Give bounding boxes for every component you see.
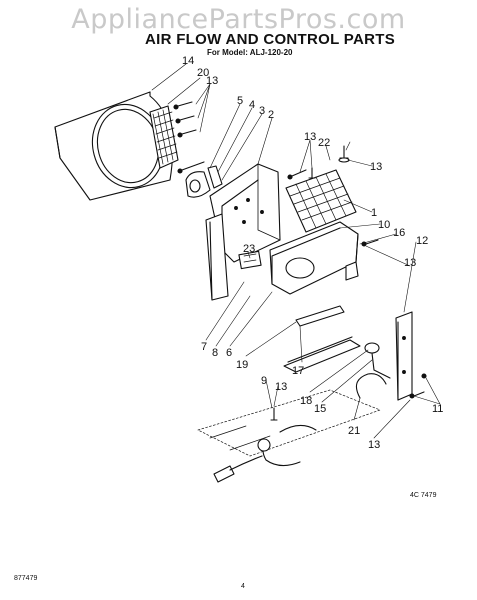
callout-7: 7 [201, 341, 207, 353]
watermark: AppliancePartsPros.com [71, 4, 406, 35]
diagram-title: AIR FLOW AND CONTROL PARTS [145, 31, 396, 48]
side-bracket [395, 311, 413, 401]
callout-18: 18 [300, 395, 312, 407]
motor-mount-parts [177, 161, 223, 198]
callout-13-coil: 13 [304, 131, 316, 143]
callout-2: 2 [268, 109, 274, 121]
control-switch [238, 250, 262, 270]
callout-12: 12 [416, 235, 428, 247]
callout-19: 19 [236, 359, 248, 371]
thermostat-assembly [355, 342, 427, 399]
callout-labels: 14 20 13 5 4 3 2 13 22 13 1 10 16 12 13 … [182, 55, 443, 451]
callout-8: 8 [212, 347, 218, 359]
callout-13-base: 13 [275, 381, 287, 393]
callout-13-bottom: 13 [368, 439, 380, 451]
callout-15: 15 [314, 403, 326, 415]
leader-lines [151, 63, 441, 439]
callout-11: 11 [432, 403, 443, 415]
callout-16: 16 [393, 227, 405, 239]
callout-5: 5 [237, 95, 243, 107]
footer-code: 877479 [14, 575, 38, 582]
model-subtitle: For Model: ALJ-120-20 [207, 48, 293, 57]
callout-6: 6 [226, 347, 232, 359]
coil-screws [287, 145, 350, 180]
air-filter [149, 105, 179, 169]
base-pan-wiring [197, 389, 381, 483]
callout-3: 3 [259, 105, 265, 117]
front-grille-panel [54, 91, 173, 201]
diagram-code: 4C 7479 [410, 492, 437, 499]
callout-9: 9 [261, 375, 267, 387]
evaporator-coil [285, 169, 357, 233]
callout-13-blower: 13 [404, 257, 416, 269]
callout-22: 22 [318, 137, 330, 149]
fan-shroud-housing [205, 163, 281, 301]
page-number: 4 [241, 583, 245, 590]
callout-10: 10 [378, 219, 390, 231]
drain-trough [283, 305, 361, 373]
callout-1: 1 [371, 207, 377, 219]
callout-23: 23 [243, 243, 255, 255]
callout-20: 20 [197, 67, 209, 79]
callout-21: 21 [348, 425, 360, 437]
callout-4: 4 [249, 99, 255, 111]
callout-13-right: 13 [370, 161, 382, 173]
blower-housing [269, 221, 379, 295]
callout-13: 13 [206, 75, 218, 87]
grille-screws [173, 101, 197, 138]
callout-14: 14 [182, 55, 194, 67]
callout-17: 17 [292, 365, 304, 377]
